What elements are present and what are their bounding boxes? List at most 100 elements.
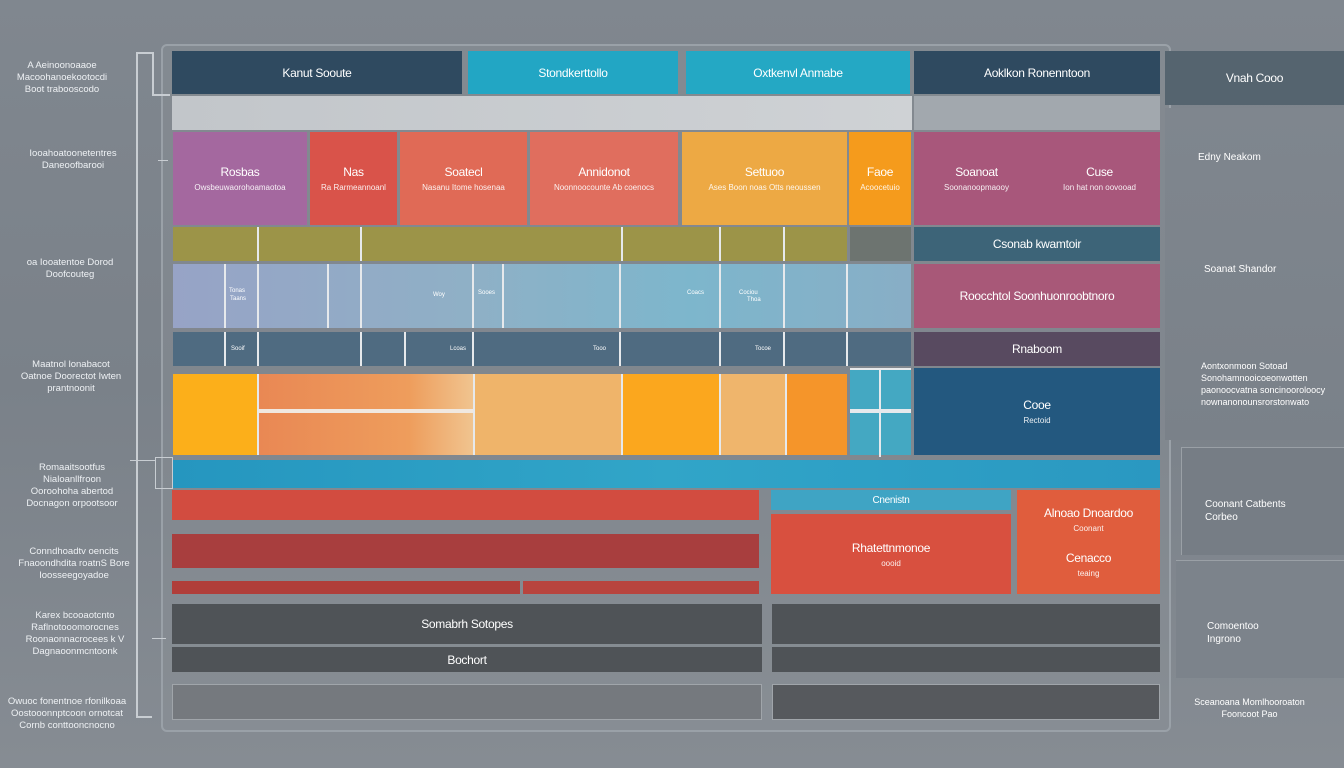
red-bar-3b bbox=[523, 581, 759, 594]
right-text-4: Coonant Catbents Corbeo bbox=[1205, 499, 1286, 523]
slate-grid-row: Sooif Lcoas Tooo Tocoe bbox=[173, 332, 911, 366]
card-title: Settuoo bbox=[744, 165, 785, 179]
cell-label: Taans bbox=[230, 296, 247, 302]
box-title: Rhatettnmonoe bbox=[851, 540, 931, 555]
box-sub: oooid bbox=[881, 558, 901, 568]
card-sub: Soonanoopmaooy bbox=[944, 183, 1009, 192]
cell-label: Sooes bbox=[478, 290, 496, 296]
left-label-8: Owuoc fonentnoe rfonilkoaa Oostooonnptco… bbox=[7, 696, 127, 731]
orange-grid-row bbox=[173, 374, 847, 455]
right-text-6: Sceanoana Momlhooroaton Fooncoot Pao bbox=[1194, 697, 1305, 719]
bracket-box bbox=[155, 457, 173, 489]
dark-row-1: Somabrh Sotopes bbox=[172, 604, 762, 644]
right-box-1 bbox=[1181, 447, 1344, 555]
bracket-tick bbox=[158, 160, 168, 161]
red-bar-3a bbox=[172, 581, 520, 594]
card-sub: Ases Boon noas Otts neoussen bbox=[708, 183, 821, 192]
box-sub-2: teaing bbox=[1077, 569, 1100, 578]
bracket-tick bbox=[152, 638, 166, 639]
dark-row-2-right bbox=[772, 647, 1160, 672]
right-text-5: Comoentoo Ingrono bbox=[1207, 621, 1259, 645]
label: Roocchtol Soonhuonroobtnoro bbox=[959, 289, 1115, 303]
left-label-3: oa Iooatentoe Dorod Doofcouteg bbox=[26, 257, 114, 280]
card-title: Annidonot bbox=[578, 165, 630, 179]
header-col-2: Stondkerttollo bbox=[468, 51, 678, 94]
card-sub: Ra Rarmeannoanl bbox=[321, 183, 386, 192]
card-sub: Nasanu Itome hosenaa bbox=[422, 183, 505, 192]
header-col-1: Kanut Sooute bbox=[172, 51, 462, 94]
pink-right-label-box: Roocchtol Soonhuonroobtnoro bbox=[914, 264, 1160, 328]
bracket-bottom bbox=[136, 716, 152, 718]
cell-label: Tooo bbox=[593, 346, 607, 352]
box-title-2: Cenacco bbox=[1065, 551, 1112, 565]
olive-gray-cell bbox=[850, 227, 911, 261]
bracket-top bbox=[136, 52, 152, 54]
box-title: Cooe bbox=[1023, 398, 1051, 412]
header-label: Kanut Sooute bbox=[282, 65, 352, 80]
header-label: Oxtkenvl Anmabe bbox=[753, 65, 843, 80]
dark-row-2: Bochort bbox=[172, 647, 762, 672]
cell-label: Lcoas bbox=[450, 346, 467, 352]
cell-label: Cociou bbox=[739, 290, 758, 296]
bracket-tick bbox=[152, 94, 170, 96]
label: Cnenistn bbox=[872, 494, 910, 506]
box-sub: Coonant bbox=[1073, 524, 1104, 533]
gray-row-3-right bbox=[772, 684, 1160, 720]
left-label-2: Iooahoatoonetentres Daneoofbarooi bbox=[29, 148, 117, 171]
gray-band bbox=[172, 96, 912, 130]
card-title: Cuse bbox=[1086, 165, 1113, 179]
card-title: Nas bbox=[343, 165, 364, 179]
cell-label: Tonas bbox=[229, 288, 246, 294]
bracket-vertical bbox=[136, 52, 138, 718]
header-label: Vnah Cooo bbox=[1225, 71, 1284, 85]
blue-grid-row: Tonas Taans Woy Sooes Coacs Cociou Thoa bbox=[173, 264, 911, 328]
red-bar-2 bbox=[172, 534, 759, 568]
card-2: Nas Ra Rarmeannoanl bbox=[310, 132, 397, 225]
left-label-4: Maatnol lonabacot Oatnoe Doorectot Iwten… bbox=[20, 359, 122, 394]
bracket-tick bbox=[152, 52, 154, 96]
dark-row-1-right bbox=[772, 604, 1160, 644]
header-col-3: Oxtkenvl Anmabe bbox=[686, 51, 910, 94]
left-label-7: Karex bcooaotcnto Raflnotooomorocnes Roo… bbox=[25, 610, 125, 657]
right-panel bbox=[1165, 108, 1344, 440]
card-title: Soatecl bbox=[444, 165, 483, 179]
card-sub: Owsbeuwaorohoamaotoa bbox=[194, 183, 286, 192]
bracket-tick bbox=[130, 460, 156, 461]
card-sub: Ion hat non oovooad bbox=[1063, 183, 1136, 192]
left-label-6: Conndhoadtv oencits Fnaoondhdita roatnS … bbox=[18, 546, 130, 581]
label: Csonab kwamtoir bbox=[992, 237, 1082, 251]
red-box: Rhatettnmonoe oooid bbox=[771, 514, 1011, 594]
cell-label: Woy bbox=[433, 292, 445, 298]
header-col-4: Aoklkon Ronenntoon bbox=[914, 51, 1160, 94]
red-bar-1 bbox=[172, 490, 759, 520]
right-text-2: Soanat Shandor bbox=[1204, 264, 1277, 275]
olive-row bbox=[173, 227, 847, 261]
card-sub: Noonnoocounte Ab coenocs bbox=[553, 183, 655, 192]
gray-band-right bbox=[914, 96, 1160, 130]
left-label-1: A Aeinoonoaaoe Macoohanoekootocdi Boot t… bbox=[16, 60, 108, 95]
label: Somabrh Sotopes bbox=[421, 617, 513, 631]
header-col-5: Vnah Cooo bbox=[1165, 51, 1344, 105]
gray-row-3 bbox=[172, 684, 762, 720]
cell-label: Sooif bbox=[231, 346, 245, 352]
header-label: Aoklkon Ronenntoon bbox=[983, 65, 1091, 80]
dark-right-label-box: Rnaboom bbox=[914, 332, 1160, 366]
blue-bar bbox=[172, 460, 1160, 488]
cell-label: Thoa bbox=[747, 297, 761, 303]
teal-label-box: Cnenistn bbox=[771, 490, 1011, 510]
right-text-1: Edny Neakom bbox=[1198, 152, 1261, 163]
box-sub: Rectoid bbox=[1023, 416, 1051, 425]
box-title: Alnoao Dnoardoo bbox=[1044, 506, 1133, 520]
card-title: Soanoat bbox=[955, 165, 998, 179]
cell-label: Tocoe bbox=[755, 346, 772, 352]
teal-cells bbox=[850, 368, 911, 457]
right-box-2 bbox=[1176, 560, 1344, 678]
card-title: Faoe bbox=[866, 165, 894, 179]
card-title: Rosbas bbox=[220, 165, 260, 179]
